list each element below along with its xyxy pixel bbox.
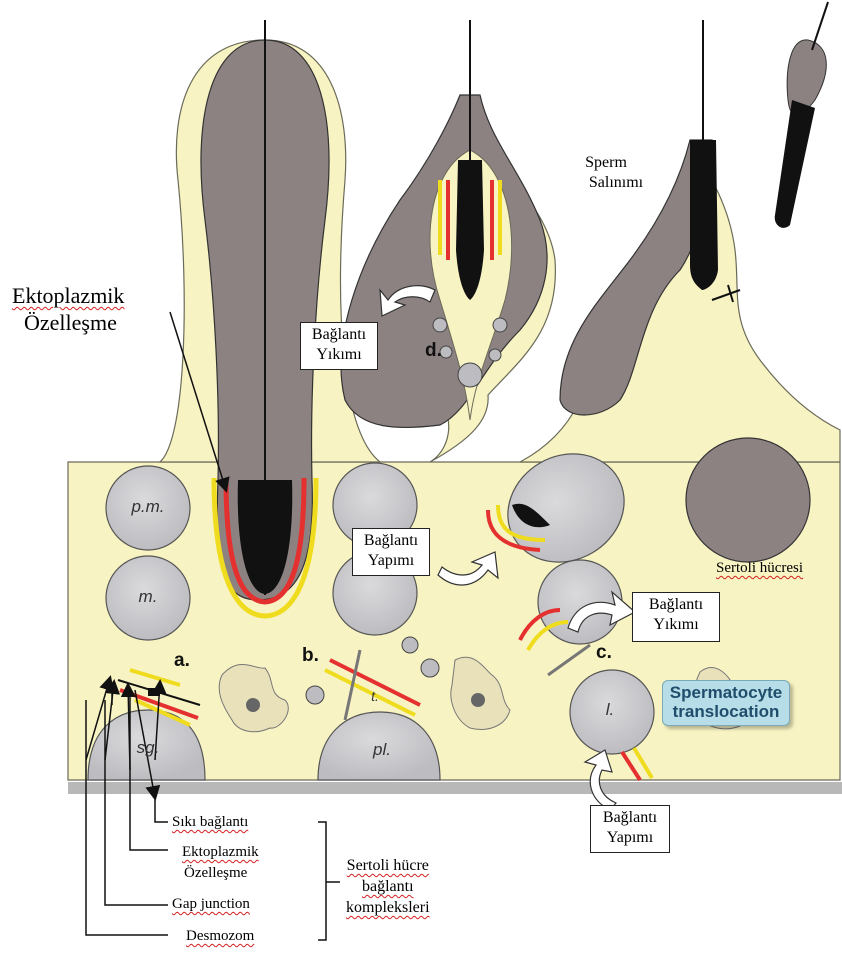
- stage-letter-a: a.: [174, 650, 190, 672]
- nucleolus: [246, 698, 260, 712]
- stage-letter-b: b.: [302, 645, 319, 667]
- endocytic-vesicle: [493, 318, 507, 332]
- cell-label-l: l.: [590, 700, 630, 720]
- free-sperm-flagellum: [812, 2, 828, 50]
- cell-label-sg: sg.: [122, 738, 174, 758]
- legend-item-ectoplasmic: Ektoplazmik Özelleşme: [182, 842, 259, 884]
- nucleus-release: [690, 140, 718, 290]
- legend-item-gap-junction: Gap junction: [172, 894, 250, 915]
- stage-letter-d: d.: [425, 340, 442, 362]
- free-sperm-nucleus: [775, 100, 815, 228]
- cell-label-pl: pl.: [356, 740, 408, 760]
- nucleolus: [471, 693, 485, 707]
- cell-label-m: m.: [122, 587, 174, 607]
- ectoplasmic-heading: Ektoplazmik Özelleşme: [12, 282, 124, 336]
- stage-letter-c: c.: [596, 642, 612, 664]
- sperm-release-label: Sperm Salınımı: [565, 150, 647, 204]
- cell-label-t: t.: [360, 688, 390, 704]
- legend-item-tight-junction: Sıkı bağlantı: [172, 812, 248, 833]
- endocytic-vesicle: [433, 318, 447, 332]
- germ-cell-c: [538, 560, 622, 644]
- basement-membrane: [68, 782, 842, 794]
- cell-label-pm: p.m.: [122, 497, 174, 517]
- legend-group-label: Sertoli hücre bağlantı kompleksleri: [346, 855, 430, 918]
- endocytic-vesicle: [458, 363, 482, 387]
- nucleus-middle: [456, 160, 484, 300]
- legend-item-desmosome: Desmozom: [186, 926, 254, 947]
- germ-cell-right: [686, 438, 810, 562]
- sertoli-cell-label: Sertoli hücresi: [716, 558, 803, 579]
- endocytic-vesicle: [489, 349, 501, 361]
